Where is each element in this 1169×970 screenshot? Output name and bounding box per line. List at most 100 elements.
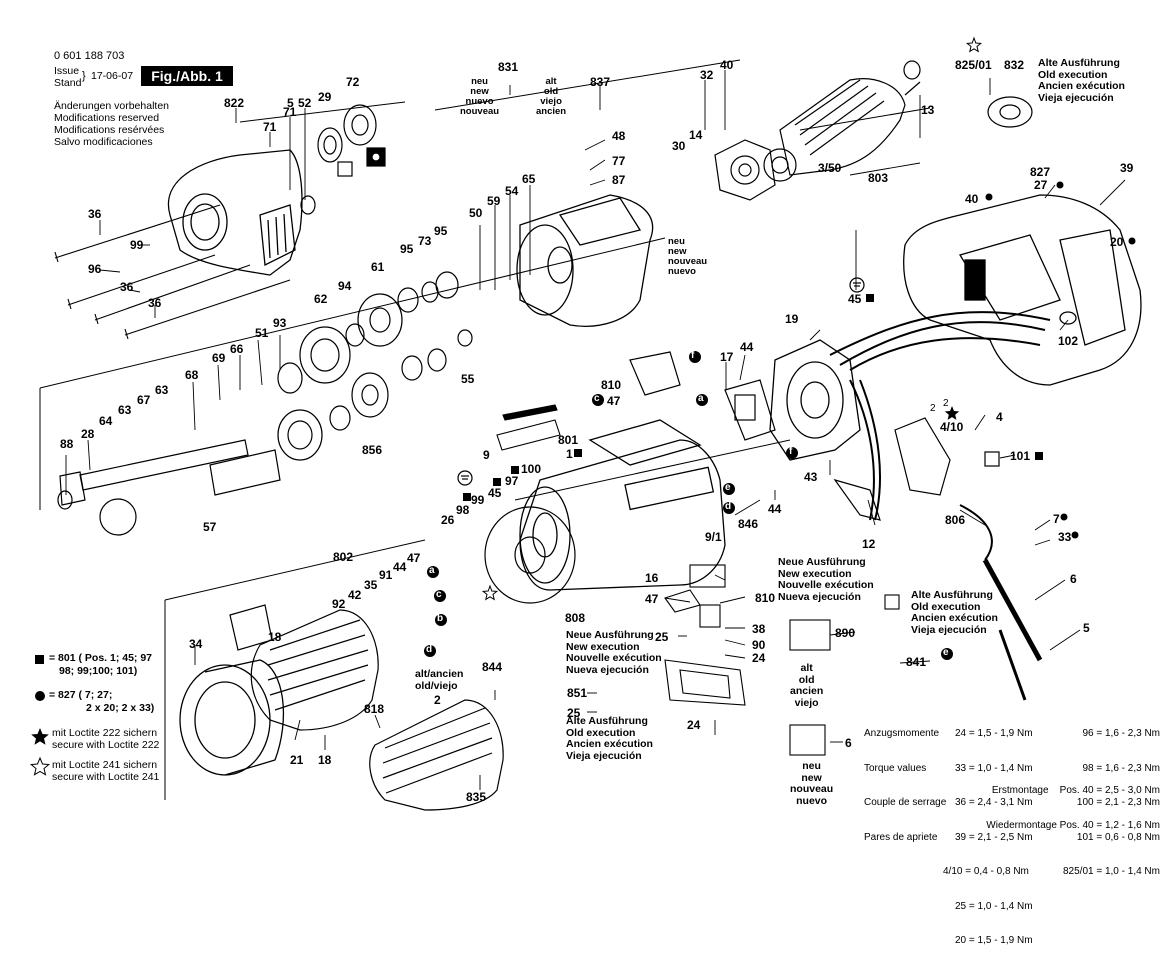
callout-7: 7	[1053, 512, 1060, 526]
callout-18: 18	[268, 630, 282, 644]
wire-label-2: 2	[930, 403, 936, 414]
callout-102: 102	[1058, 334, 1079, 348]
callout-72: 72	[346, 75, 360, 89]
label-new-6: neu new nouveau nuevo	[790, 760, 834, 807]
callout-45: 45	[848, 292, 862, 306]
callout-837: 837	[590, 75, 611, 89]
callout-1: 1	[566, 447, 573, 461]
gear-housing-822	[167, 149, 303, 276]
callout-36: 36	[120, 280, 134, 294]
callout-33: 33	[1058, 530, 1072, 544]
callout-54: 54	[505, 184, 519, 198]
callout-2: 2	[434, 693, 441, 707]
label-old-execution-25: Alte Ausführung Old execution Ancien exé…	[566, 715, 653, 762]
rear-housing-19	[769, 339, 861, 461]
callout-5: 5	[1083, 621, 1090, 635]
part-number: 0 601 188 703	[54, 50, 125, 62]
callout-6: 6	[1070, 572, 1077, 586]
callout-806: 806	[945, 513, 966, 527]
callout-856: 856	[362, 443, 383, 457]
callout-87: 87	[612, 173, 626, 187]
label-new-execution-810: Neue Ausführung New execution Nouvelle e…	[778, 556, 874, 603]
callout-36: 36	[88, 207, 102, 221]
motor-housing-837	[516, 194, 654, 327]
legend-square-line2: 98; 99;100; 101)	[59, 665, 138, 677]
modifications-fr: Modifications resérvées	[54, 124, 165, 136]
callout-38: 38	[752, 622, 766, 636]
callout-32: 32	[700, 68, 714, 82]
callout-57: 57	[203, 520, 217, 534]
callout-65: 65	[522, 172, 536, 186]
letter-d: d	[725, 501, 732, 512]
callout-63: 63	[118, 403, 132, 417]
callout-95: 95	[400, 242, 414, 256]
letter-f: f	[691, 350, 695, 361]
label-old-execution-890: Alte Ausführung Old execution Ancien exé…	[911, 589, 998, 636]
callout-66: 66	[230, 342, 244, 356]
handle-housing-827	[903, 194, 1142, 386]
callout-59: 59	[487, 194, 501, 208]
callout-14: 14	[689, 128, 703, 142]
armature-803	[763, 60, 921, 182]
letter-a: a	[698, 393, 704, 404]
label-old-890: alt old ancien viejo	[790, 662, 824, 709]
callout-27: 27	[1034, 178, 1048, 192]
legend-hollow-star-line2: secure with Loctite 241	[52, 771, 160, 783]
callout-68: 68	[185, 368, 199, 382]
group-frame-lines	[39, 59, 931, 800]
callout-39: 39	[1120, 161, 1134, 175]
callout-55: 55	[461, 372, 475, 386]
label-new-execution-25: Neue Ausführung New execution Nouvelle e…	[566, 629, 662, 676]
legend-circle-line1: = 827 ( 7; 27;	[49, 689, 113, 701]
callout-63: 63	[155, 383, 169, 397]
letter-e: e	[725, 482, 731, 493]
cables	[829, 311, 1051, 701]
modifications-de: Änderungen vorbehalten	[54, 100, 170, 112]
leader-lines	[65, 70, 1126, 790]
legend-square-line1: = 801 ( Pos. 1; 45; 97	[49, 652, 153, 664]
callout-51: 51	[255, 326, 269, 340]
callout-67: 67	[137, 393, 151, 407]
callout-21: 21	[290, 753, 304, 767]
callout-841: 841	[906, 655, 927, 669]
label-new-30: neu new nouveau nuevo	[668, 236, 708, 277]
callout-77: 77	[612, 154, 626, 168]
letter-a: a	[429, 565, 435, 576]
terminal-parts	[664, 564, 900, 756]
issue-label: Issue	[54, 65, 80, 77]
plate-9	[496, 404, 561, 451]
callout-4-10: 4/10	[940, 420, 964, 434]
callout-26: 26	[441, 513, 455, 527]
callout-40: 40	[720, 58, 734, 72]
callout-99: 99	[471, 493, 485, 507]
callout-844: 844	[482, 660, 503, 674]
label-new-831: neu new nuevo nouveau	[460, 76, 500, 117]
end-cover-98	[484, 506, 576, 604]
callout-16: 16	[645, 571, 659, 585]
callout-47: 47	[645, 592, 659, 606]
callout-801: 801	[558, 433, 579, 447]
legend-star-line2: secure with Loctite 222	[52, 739, 160, 751]
callout-43: 43	[804, 470, 818, 484]
callout-35: 35	[364, 578, 378, 592]
callout-69: 69	[212, 351, 226, 365]
legend-hollow-star-line1: mit Loctite 241 sichern	[52, 759, 158, 771]
callout-44: 44	[768, 502, 782, 516]
callout-40: 40	[965, 192, 979, 206]
stand-label: Stand	[54, 77, 82, 89]
callout-890: 890	[835, 626, 856, 640]
callout-98: 98	[456, 503, 470, 517]
letter-f: f	[789, 446, 793, 457]
modifications-en: Modifications reserved	[54, 112, 160, 124]
callout-20: 20	[1110, 235, 1124, 249]
callout-94: 94	[338, 279, 352, 293]
housing-screws	[54, 204, 291, 340]
callout-47: 47	[407, 551, 421, 565]
callout-846: 846	[738, 517, 759, 531]
callout-6: 6	[845, 736, 852, 750]
callout-28: 28	[81, 427, 95, 441]
callout-4: 4	[996, 410, 1003, 424]
callout-88: 88	[60, 437, 74, 451]
callout-24: 24	[687, 718, 701, 732]
callout-3-50: 3/50	[818, 161, 842, 175]
